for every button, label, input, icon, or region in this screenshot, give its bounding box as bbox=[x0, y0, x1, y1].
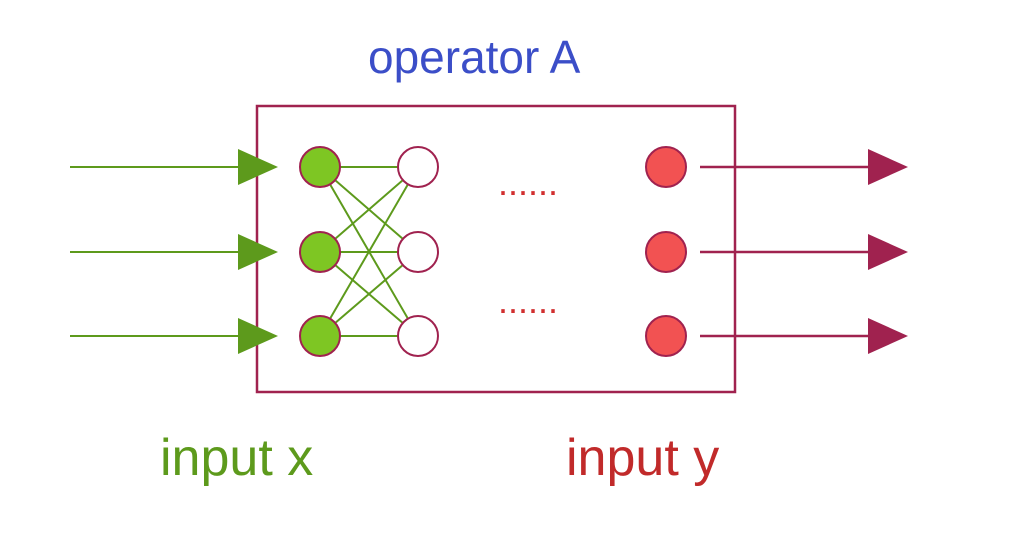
output-node-2 bbox=[645, 231, 687, 273]
output-arrowhead-2 bbox=[868, 234, 908, 270]
output-label: input y bbox=[566, 429, 720, 487]
hidden-nodes bbox=[397, 146, 439, 357]
hidden-node-3 bbox=[397, 315, 439, 357]
connection-3-1 bbox=[319, 166, 419, 337]
operator-title: operator A bbox=[368, 31, 581, 83]
connection-2-1 bbox=[319, 166, 419, 253]
input-nodes bbox=[299, 146, 341, 357]
input-arrowhead-2 bbox=[238, 234, 278, 270]
connection-3-2 bbox=[319, 251, 419, 337]
output-arrows bbox=[700, 149, 908, 354]
input-label: input x bbox=[160, 429, 314, 487]
ellipsis-top: ...... bbox=[498, 162, 558, 203]
output-nodes bbox=[645, 146, 687, 357]
output-node-3 bbox=[645, 315, 687, 357]
input-arrowhead-3 bbox=[238, 318, 278, 354]
input-node-3 bbox=[299, 315, 341, 357]
output-arrowhead-3 bbox=[868, 318, 908, 354]
connection-lines bbox=[319, 166, 419, 337]
input-node-2 bbox=[299, 231, 341, 273]
output-node-1 bbox=[645, 146, 687, 188]
ellipsis-bottom: ...... bbox=[498, 280, 558, 321]
hidden-node-2 bbox=[397, 231, 439, 273]
input-node-1 bbox=[299, 146, 341, 188]
output-arrowhead-1 bbox=[868, 149, 908, 185]
input-arrows bbox=[70, 149, 278, 354]
input-arrowhead-1 bbox=[238, 149, 278, 185]
hidden-node-1 bbox=[397, 146, 439, 188]
